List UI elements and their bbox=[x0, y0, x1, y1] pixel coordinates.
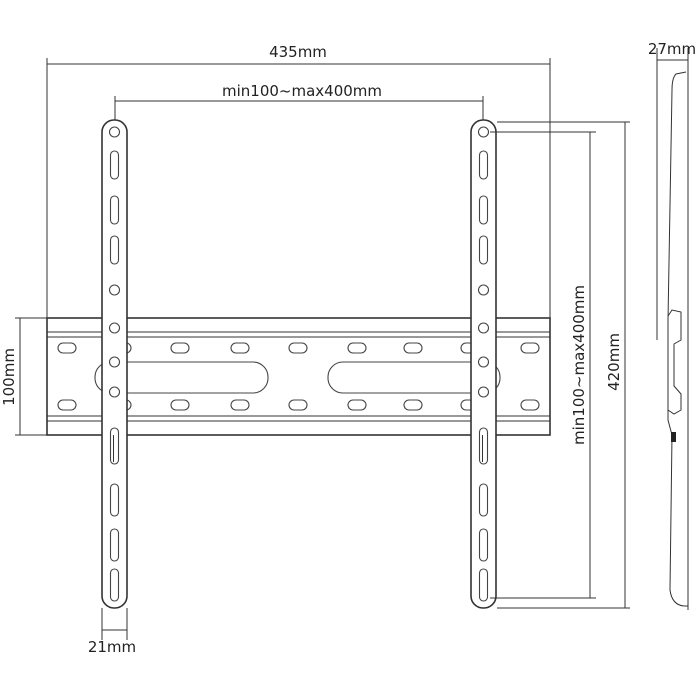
horizontal-rail bbox=[46, 317, 551, 436]
strip-slot bbox=[109, 568, 120, 602]
strip-slot bbox=[478, 235, 489, 265]
rail-slot bbox=[403, 399, 423, 411]
vertical-strip bbox=[470, 119, 497, 609]
strip-slot bbox=[478, 568, 489, 602]
rail-slot bbox=[57, 399, 77, 411]
rail-slot bbox=[520, 399, 540, 411]
strip-hole bbox=[108, 322, 121, 334]
strip-hole bbox=[108, 284, 121, 296]
strip-slot bbox=[109, 235, 120, 265]
rail-slot bbox=[230, 342, 250, 354]
strip-hole bbox=[477, 386, 490, 398]
strip-slot bbox=[478, 528, 489, 562]
strip-slot bbox=[109, 483, 120, 517]
rail-slot bbox=[170, 399, 190, 411]
rail-slot bbox=[347, 342, 367, 354]
lock-slot bbox=[109, 427, 120, 465]
vertical-spacing-dimension: min100~max400mm bbox=[490, 131, 596, 599]
rail-slot bbox=[288, 399, 308, 411]
strip-slot bbox=[109, 528, 120, 562]
horizontal-spacing-label: min100~max400mm bbox=[222, 82, 382, 100]
rail-slot bbox=[57, 342, 77, 354]
vertical-strip bbox=[101, 119, 128, 609]
strip-hole bbox=[108, 126, 121, 138]
strip-hole bbox=[477, 126, 490, 138]
strip-hole bbox=[477, 284, 490, 296]
rail-slot bbox=[230, 399, 250, 411]
strip-width-dimension: 21mm bbox=[88, 608, 136, 656]
lock-slot bbox=[478, 427, 489, 465]
horizontal-spacing-dimension: min100~max400mm bbox=[114, 82, 484, 122]
width-label: 435mm bbox=[269, 43, 327, 61]
strip-slot bbox=[478, 195, 489, 225]
strip-slot bbox=[109, 150, 120, 180]
strip-hole bbox=[477, 356, 490, 368]
vertical-spacing-label: min100~max400mm bbox=[570, 285, 588, 445]
strip-hole bbox=[108, 386, 121, 398]
strip-hole bbox=[108, 356, 121, 368]
rail-slot bbox=[288, 342, 308, 354]
depth-label: 27mm bbox=[648, 40, 696, 58]
rail-slot bbox=[403, 342, 423, 354]
strip-slot bbox=[109, 195, 120, 225]
width-dimension: 435mm bbox=[46, 43, 551, 318]
rail-slot bbox=[347, 399, 367, 411]
strip-width-label: 21mm bbox=[88, 638, 136, 656]
side-view: 27mm bbox=[648, 40, 696, 610]
rail-height-label: 100mm bbox=[0, 348, 18, 406]
height-label: 420mm bbox=[605, 333, 623, 391]
strip-hole bbox=[477, 322, 490, 334]
strip-slot bbox=[478, 483, 489, 517]
strip-slot bbox=[478, 150, 489, 180]
rail-height-dimension: 100mm bbox=[0, 317, 47, 436]
height-dimension: 420mm bbox=[497, 121, 630, 609]
rail-slot bbox=[520, 342, 540, 354]
rail-slot bbox=[170, 342, 190, 354]
